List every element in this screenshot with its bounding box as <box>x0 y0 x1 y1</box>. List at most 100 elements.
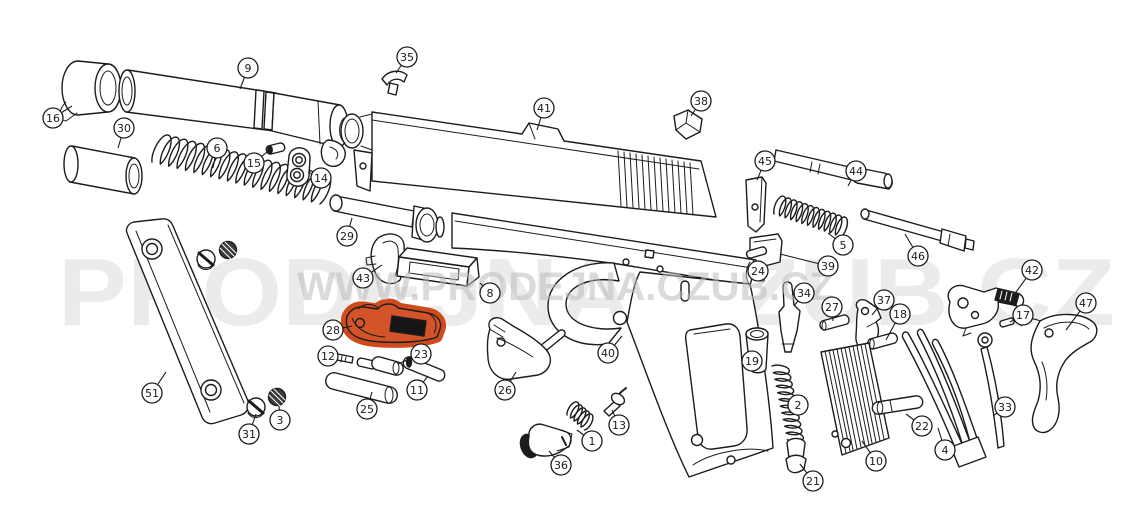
callout-27[interactable]: 27 <box>821 296 843 322</box>
svg-text:43: 43 <box>356 272 370 285</box>
svg-text:45: 45 <box>758 155 772 168</box>
part-21-drawing <box>785 437 807 474</box>
callout-36[interactable]: 36 <box>548 450 572 476</box>
callout-29[interactable]: 29 <box>336 217 358 247</box>
callout-4[interactable]: 4 <box>934 427 956 461</box>
callout-47[interactable]: 47 <box>1065 292 1097 331</box>
svg-text:15: 15 <box>247 157 261 170</box>
callout-23[interactable]: 23 <box>397 343 432 365</box>
svg-text:13: 13 <box>612 419 626 432</box>
grip-bushing-top-drawing <box>218 240 238 260</box>
callout-46[interactable]: 46 <box>904 233 929 267</box>
svg-text:27: 27 <box>825 301 839 314</box>
svg-text:24: 24 <box>751 265 765 278</box>
callout-12[interactable]: 12 <box>317 345 339 367</box>
svg-text:17: 17 <box>1016 309 1030 322</box>
callout-21[interactable]: 21 <box>799 463 824 492</box>
part-3-drawing <box>267 387 287 407</box>
part-36-drawing <box>519 423 573 459</box>
svg-text:19: 19 <box>745 355 759 368</box>
part-34-drawing <box>778 281 801 353</box>
part-15-drawing <box>265 142 286 155</box>
svg-text:8: 8 <box>487 287 494 300</box>
svg-text:31: 31 <box>242 428 256 441</box>
callout-15[interactable]: 15 <box>243 151 268 174</box>
callout-40[interactable]: 40 <box>597 335 623 364</box>
part-11-drawing <box>402 356 446 382</box>
svg-text:46: 46 <box>911 250 925 263</box>
part-24-drawing <box>745 246 768 259</box>
svg-text:10: 10 <box>869 455 883 468</box>
svg-text:25: 25 <box>360 403 374 416</box>
callout-14[interactable]: 14 <box>307 167 332 189</box>
svg-text:12: 12 <box>321 350 335 363</box>
callout-1[interactable]: 1 <box>576 429 603 452</box>
svg-text:34: 34 <box>797 287 811 300</box>
callout-26[interactable]: 26 <box>494 371 517 401</box>
callout-22[interactable]: 22 <box>905 413 933 437</box>
callout-11[interactable]: 11 <box>406 375 429 401</box>
callout-5[interactable]: 5 <box>827 232 854 256</box>
callout-33[interactable]: 33 <box>992 396 1016 418</box>
callout-35[interactable]: 35 <box>395 46 418 74</box>
callout-25[interactable]: 25 <box>356 391 378 420</box>
svg-text:41: 41 <box>537 102 551 115</box>
callout-43[interactable]: 43 <box>352 264 383 289</box>
callout-51[interactable]: 51 <box>141 371 167 404</box>
callout-9[interactable]: 9 <box>237 57 259 90</box>
callout-13[interactable]: 13 <box>608 409 630 436</box>
svg-text:51: 51 <box>145 387 159 400</box>
part-28-pad <box>389 315 427 337</box>
callout-8[interactable]: 8 <box>479 282 501 304</box>
svg-text:2: 2 <box>795 399 802 412</box>
callout-44[interactable]: 44 <box>845 160 867 187</box>
callout-10[interactable]: 10 <box>861 440 887 472</box>
callout-19[interactable]: 19 <box>741 350 763 372</box>
part-28-highlight[interactable] <box>340 298 446 348</box>
callout-3[interactable]: 3 <box>269 405 291 431</box>
callout-45[interactable]: 45 <box>754 150 776 181</box>
svg-text:42: 42 <box>1025 264 1039 277</box>
svg-text:30: 30 <box>117 122 131 135</box>
svg-text:9: 9 <box>245 62 252 75</box>
svg-text:38: 38 <box>694 95 708 108</box>
callout-34[interactable]: 34 <box>793 282 815 307</box>
part-31-drawing <box>246 397 266 419</box>
callout-2[interactable]: 2 <box>787 394 809 416</box>
callout-24[interactable]: 24 <box>747 259 769 282</box>
part-10-drawing <box>820 342 890 456</box>
svg-text:35: 35 <box>400 51 414 64</box>
watermark-small: WWW.PRODEJNA.CZUB.CZ <box>297 265 834 309</box>
svg-text:6: 6 <box>214 142 221 155</box>
callout-28[interactable]: 28 <box>322 319 353 341</box>
grip-screw-top-drawing <box>196 249 216 271</box>
svg-text:39: 39 <box>821 260 835 273</box>
callout-30[interactable]: 30 <box>113 117 135 149</box>
part-45-drawing <box>745 176 767 233</box>
callout-6[interactable]: 6 <box>206 137 228 169</box>
callout-42[interactable]: 42 <box>1015 259 1043 293</box>
part-35-drawing <box>381 70 408 96</box>
part-8-drawing <box>396 247 480 287</box>
part-47-drawing <box>1020 313 1098 434</box>
svg-text:37: 37 <box>877 294 891 307</box>
callout-17[interactable]: 17 <box>1009 304 1034 326</box>
part-27-drawing <box>819 314 850 331</box>
svg-text:5: 5 <box>840 239 847 252</box>
callout-18[interactable]: 18 <box>885 303 911 341</box>
callout-31[interactable]: 31 <box>238 413 260 445</box>
part-22-drawing <box>871 395 924 415</box>
callout-16[interactable]: 16 <box>42 105 73 129</box>
part-40-drawing <box>451 212 774 478</box>
svg-text:36: 36 <box>554 459 568 472</box>
part-41-drawing <box>339 111 717 218</box>
callout-39[interactable]: 39 <box>779 253 839 277</box>
parts-drawing <box>59 60 1098 478</box>
callout-41[interactable]: 41 <box>533 97 555 131</box>
svg-text:21: 21 <box>806 475 820 488</box>
callout-37[interactable]: 37 <box>871 289 895 316</box>
svg-text:40: 40 <box>601 347 615 360</box>
part-5-drawing <box>773 195 849 238</box>
part-14-drawing <box>286 147 311 187</box>
callout-38[interactable]: 38 <box>690 90 712 117</box>
